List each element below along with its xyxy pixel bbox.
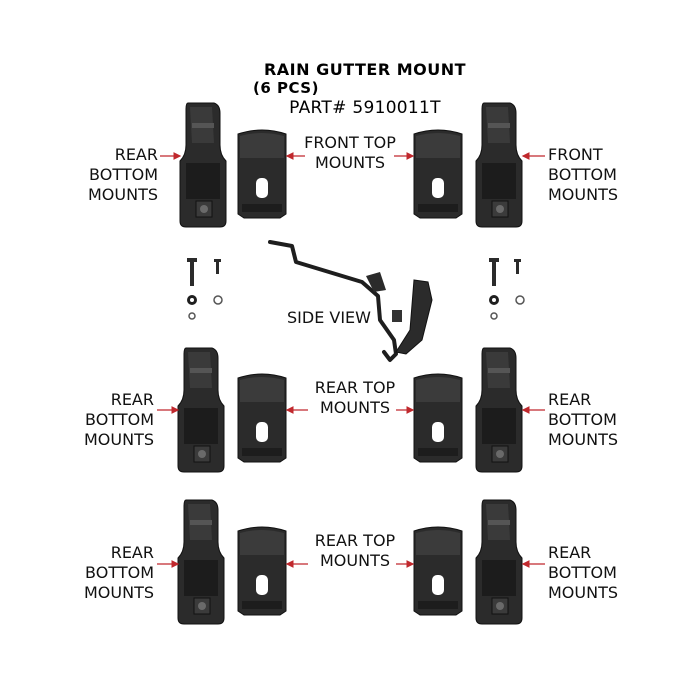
label-rear-top-mounts-row3: REAR TOP MOUNTS xyxy=(314,531,396,570)
label-rear-bottom-mounts-row3: REAR BOTTOM MOUNTS xyxy=(83,543,154,602)
front-bottom-mount-part xyxy=(475,102,523,228)
front-top-mount-part xyxy=(413,129,463,219)
label-side-view: SIDE VIEW xyxy=(287,308,371,327)
label-front-top-mounts: FRONT TOP MOUNTS xyxy=(304,133,396,172)
label-front-bottom-mounts: FRONT BOTTOM MOUNTS xyxy=(548,145,619,204)
diagram-title: RAIN GUTTER MOUNT xyxy=(263,60,467,79)
rear-top-mount-part xyxy=(413,526,463,616)
rear-bottom-mount-part xyxy=(177,499,225,625)
rear-top-mount-part xyxy=(413,373,463,463)
label-rear-top-mounts-row2: REAR TOP MOUNTS xyxy=(314,378,396,417)
label-rear-bottom-mounts-row3-right: REAR BOTTOM MOUNTS xyxy=(548,543,619,602)
label-rear-bottom-mounts-row1: REAR BOTTOM MOUNTS xyxy=(87,145,158,204)
rear-bottom-mount-part xyxy=(179,102,227,228)
rear-bottom-mount-part xyxy=(177,347,225,473)
rear-bottom-mount-part xyxy=(475,499,523,625)
rear-top-mount-part xyxy=(237,373,287,463)
rear-bottom-mount-part xyxy=(475,347,523,473)
label-rear-bottom-mounts-row2: REAR BOTTOM MOUNTS xyxy=(83,390,154,449)
hardware-right xyxy=(489,258,525,320)
rear-top-mount-part xyxy=(237,526,287,616)
label-rear-bottom-mounts-row2-right: REAR BOTTOM MOUNTS xyxy=(548,390,619,449)
hardware-left xyxy=(187,258,223,320)
side-view-profile xyxy=(268,240,433,362)
diagram-quantity: (6 PCS) xyxy=(253,79,319,97)
part-number: PART# 5910011T xyxy=(289,98,441,118)
front-top-mount-part xyxy=(237,129,287,219)
